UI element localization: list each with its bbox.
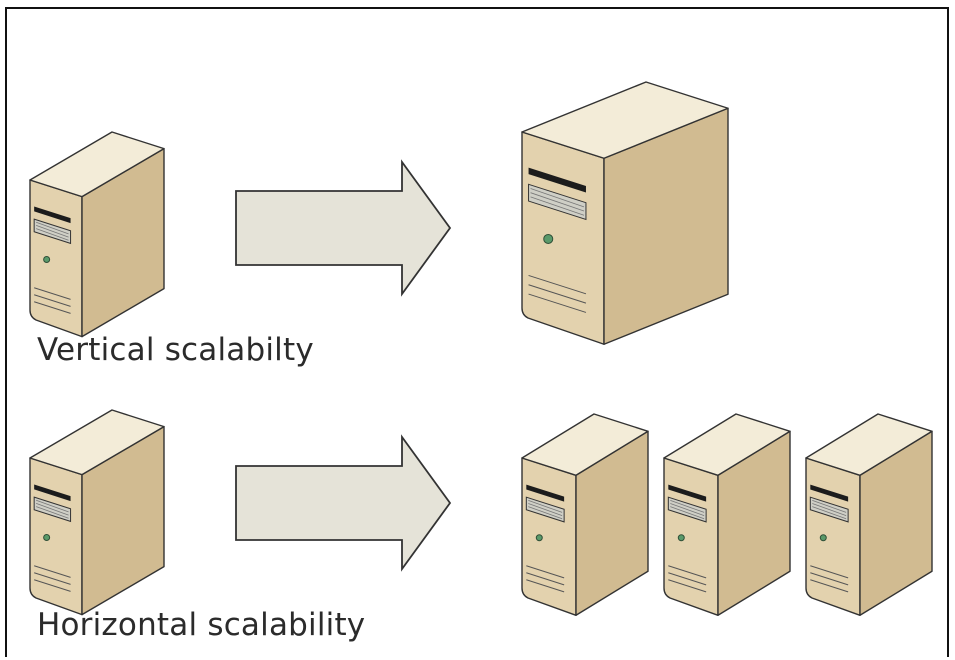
vertical-right-arrow-icon (235, 159, 452, 297)
frame-border (5, 7, 949, 657)
cluster-server-icon (521, 413, 649, 616)
source-server-icon (29, 409, 165, 616)
horizontal-right-arrow-icon (235, 434, 452, 572)
cluster-server-icon (805, 413, 933, 616)
large-server-icon (521, 81, 729, 345)
cluster-server-icon (663, 413, 791, 616)
horizontal-scalability-caption: Horizontal scalability (37, 607, 366, 643)
small-server-icon (29, 131, 165, 338)
vertical-scalability-caption: Vertical scalabilty (37, 332, 314, 368)
